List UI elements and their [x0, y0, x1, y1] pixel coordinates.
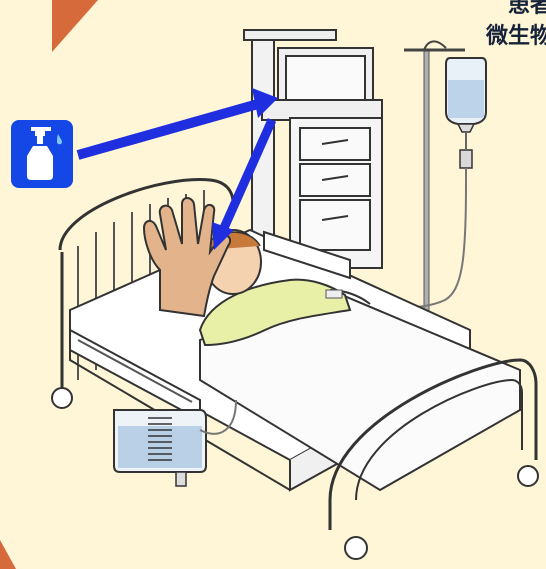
corner-triangle-top	[52, 0, 98, 52]
caption-line-2: 微生物	[486, 21, 546, 52]
transmission-arrows	[78, 88, 278, 250]
hand-sanitizer-icon	[11, 120, 73, 188]
caption: 患者 微生物	[486, 0, 546, 52]
caption-line-1: 患者	[486, 0, 546, 21]
hand-sanitizer-glyph	[11, 120, 73, 188]
corner-triangle-bottom	[0, 540, 16, 569]
